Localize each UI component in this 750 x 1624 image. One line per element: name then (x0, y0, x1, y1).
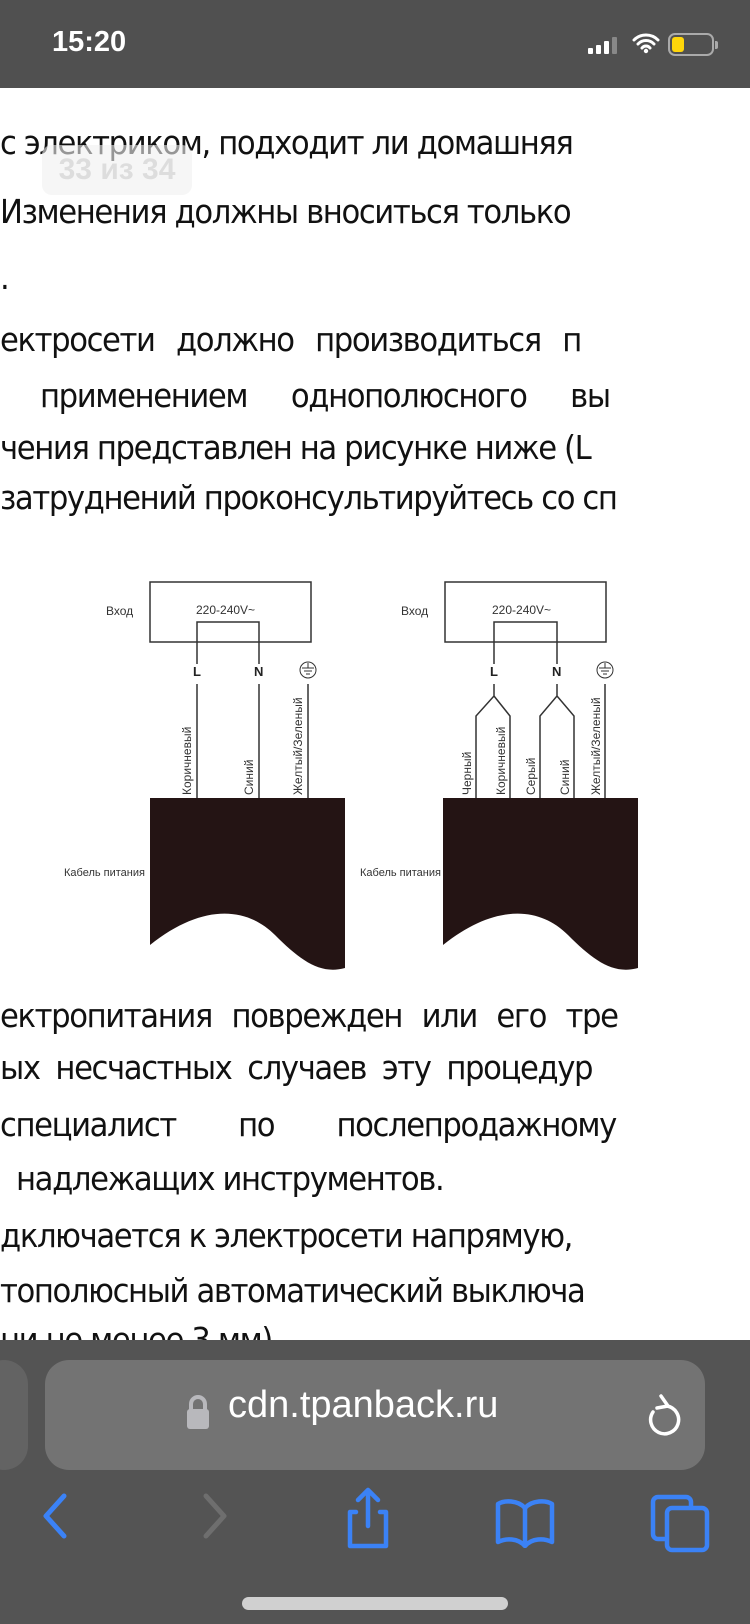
ground-icon (596, 661, 614, 679)
wire-label: Желтый/Зеленый (589, 697, 603, 795)
text-line: применением однополюсного вы (40, 376, 611, 415)
wire-label: Серый (524, 758, 538, 795)
wire-label: Синий (558, 760, 572, 795)
text-line: ектропитания поврежден или его тре (0, 996, 619, 1035)
text-line: специалист по послепродажному (0, 1105, 617, 1144)
text-line: тополюсный автоматический выключа (0, 1271, 586, 1310)
lock-icon (187, 1395, 209, 1429)
battery-icon (668, 33, 718, 56)
forward-icon[interactable] (200, 1490, 230, 1540)
diagram-double-core: Вход 220-240V~ L N Черный Коричневый Сер… (360, 581, 638, 970)
bookmarks-icon[interactable] (494, 1498, 556, 1548)
page-indicator: 33 из 34 (42, 145, 192, 195)
previous-tab[interactable] (0, 1360, 28, 1470)
voltage-label: 220-240V~ (196, 603, 255, 617)
wire-label: Желтый/Зеленый (291, 697, 305, 795)
wifi-icon (632, 33, 660, 54)
neutral-label: N (254, 664, 263, 679)
status-bar: 15:20 (0, 0, 750, 88)
text-line: затруднений проконсультируйтесь со сп (0, 478, 618, 517)
cellular-signal-icon (588, 36, 617, 54)
text-line: ых несчастных случаев эту процедур (0, 1048, 594, 1087)
text-line: надлежащих инструментов. (16, 1159, 445, 1198)
cable-label: Кабель питания (360, 867, 441, 879)
ground-icon (299, 661, 317, 679)
wire-label: Синий (242, 760, 256, 795)
live-label: L (490, 664, 498, 679)
tabs-icon[interactable] (650, 1494, 712, 1554)
diagram-single-core: Вход 220-240V~ L N Коричневый Синий Желт… (64, 581, 345, 970)
text-line: чения представлен на рисунке ниже (L (0, 428, 592, 467)
input-label: Вход (401, 604, 428, 618)
wiring-diagram: Вход 220-240V~ L N Коричневый Синий Желт… (64, 581, 638, 970)
text-line: Изменения должны вноситься только (0, 192, 572, 231)
share-icon[interactable] (342, 1486, 394, 1550)
wire-label: Коричневый (494, 727, 508, 795)
text-line: ектросети должно производиться п (0, 320, 582, 359)
address-bar[interactable]: cdn.tpanback.ru (45, 1360, 705, 1470)
neutral-label: N (552, 664, 561, 679)
home-indicator (242, 1597, 508, 1610)
wire-label: Черный (460, 752, 474, 795)
cable-block (443, 798, 638, 970)
input-label: Вход (106, 604, 133, 618)
wire-label: Коричневый (180, 727, 194, 795)
url-text: cdn.tpanback.ru (228, 1384, 499, 1426)
cable-block (150, 798, 345, 970)
text-line: ни не менее 3 мм). (0, 1320, 282, 1340)
text-line: . (0, 258, 10, 297)
status-time: 15:20 (52, 26, 127, 58)
browser-toolbar: cdn.tpanback.ru (0, 1340, 750, 1624)
text-line-cut: ﾠ (0, 88, 30, 122)
live-label: L (193, 664, 201, 679)
reload-icon[interactable] (641, 1392, 681, 1438)
cable-label: Кабель питания (64, 867, 145, 879)
voltage-label: 220-240V~ (492, 603, 551, 617)
back-icon[interactable] (40, 1490, 70, 1540)
text-line: дключается к электросети напрямую, (0, 1216, 573, 1255)
pdf-page[interactable]: ﾠ с электриком, подходит ли домашняя Изм… (0, 88, 750, 1340)
